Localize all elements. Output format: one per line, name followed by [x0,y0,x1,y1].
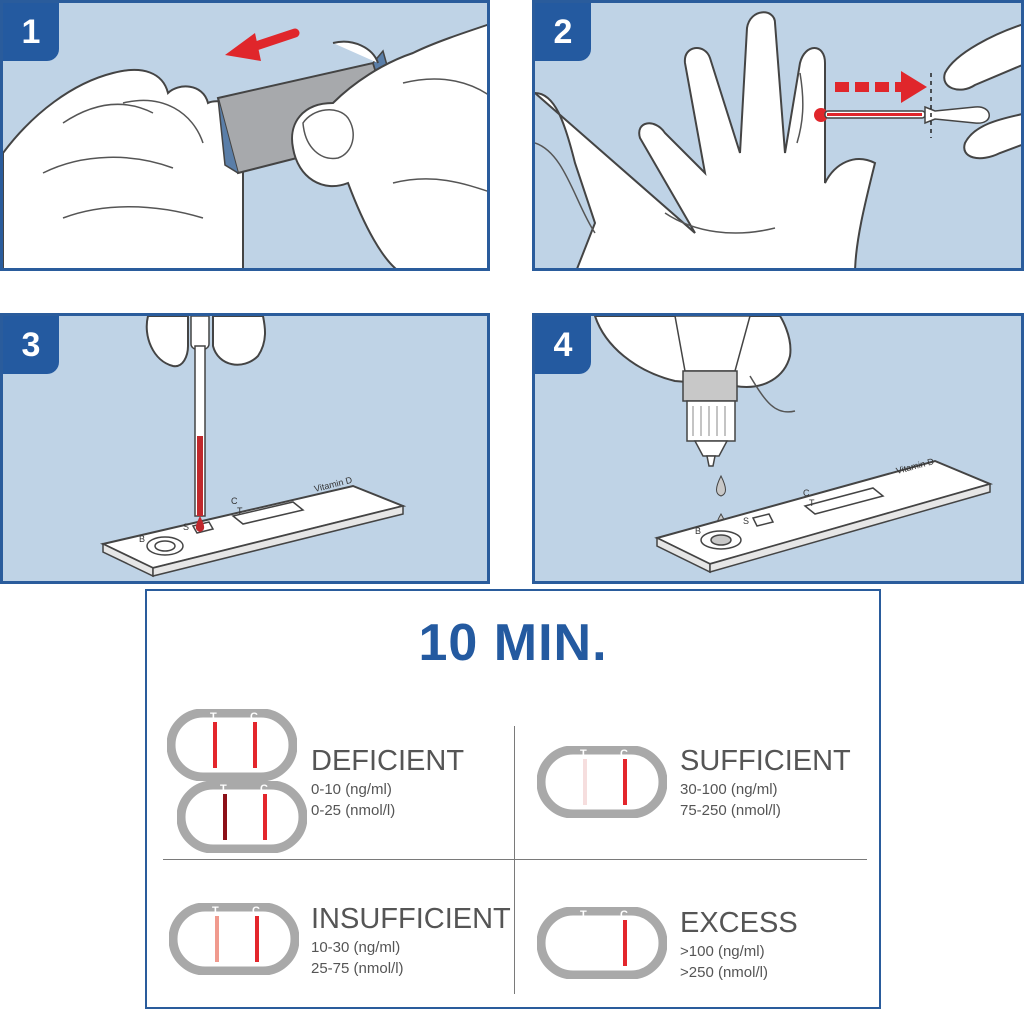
results-panel: 10 MIN. T C T C DEFICIENT 0-10 (ng/ml) 0… [145,589,881,1009]
level-range-ngml-deficient: 0-10 (ng/ml) [311,781,392,798]
level-range-nmoll-deficient: 0-25 (nmol/l) [311,802,396,819]
level-range-ngml-insufficient: 10-30 (ng/ml) [311,939,401,956]
strip-test-label: T [580,748,587,760]
strip-control-label: C [620,909,628,921]
cassette-control-mark: C [231,496,238,506]
strip-test-label: T [580,909,587,921]
results-divider-horizontal [163,859,867,860]
step-4-panel: 4 Vitamin D C T S B [532,313,1024,584]
cassette-sample-mark: S [743,516,749,526]
step-4-illustration: Vitamin D C T S B [593,316,994,574]
step-1-panel: 1 [0,0,490,271]
step-3-badge: 3 [3,316,59,374]
level-name-deficient: DEFICIENT [311,745,465,777]
result-strip-sufficient: T C [537,746,667,818]
cassette-buffer-mark: B [139,534,145,544]
cassette-buffer-mark: B [695,526,701,536]
test-cassette-step-4: Vitamin D C T S B [654,456,994,574]
step-3-illustration: Vitamin D C T S B [100,316,407,578]
cassette-sample-mark: S [183,522,189,532]
result-strip-deficient-1: T C [167,709,297,781]
level-name-excess: EXCESS [680,907,798,939]
level-name-sufficient: SUFFICIENT [680,745,851,777]
step-2-badge: 2 [535,3,591,61]
result-strip-deficient-2: T C [177,781,307,853]
strip-control-label: C [620,748,628,760]
cassette-control-mark: C [803,488,810,498]
test-cassette-step-3: Vitamin D C T S B [100,475,407,578]
level-name-insufficient: INSUFFICIENT [311,903,511,935]
step-1-badge: 1 [3,3,59,61]
step-4-badge: 4 [535,316,591,374]
result-strip-excess: T C [537,907,667,979]
strip-test-label: T [210,711,217,723]
step-3-panel: 3 Vitamin D C T S B [0,313,490,584]
strip-test-label: T [220,783,227,795]
result-strip-insufficient: T C [169,903,299,975]
level-range-ngml-sufficient: 30-100 (ng/ml) [680,781,778,798]
cassette-test-mark: T [237,506,243,516]
level-range-nmoll-excess: >250 (nmol/l) [680,964,768,981]
step-1-illustration [3,23,487,268]
level-range-nmoll-insufficient: 25-75 (nmol/l) [311,960,404,977]
step-2-panel: 2 [532,0,1024,271]
strip-control-label: C [252,905,260,917]
level-range-nmoll-sufficient: 75-250 (nmol/l) [680,802,781,819]
level-range-ngml-excess: >100 (ng/ml) [680,943,765,960]
cassette-test-mark: T [809,498,815,508]
wait-time-title: 10 MIN. [418,614,608,672]
strip-test-label: T [212,905,219,917]
strip-control-label: C [260,783,268,795]
strip-control-label: C [250,711,258,723]
results-divider-vertical [514,726,515,994]
step-2-illustration [535,11,1021,268]
